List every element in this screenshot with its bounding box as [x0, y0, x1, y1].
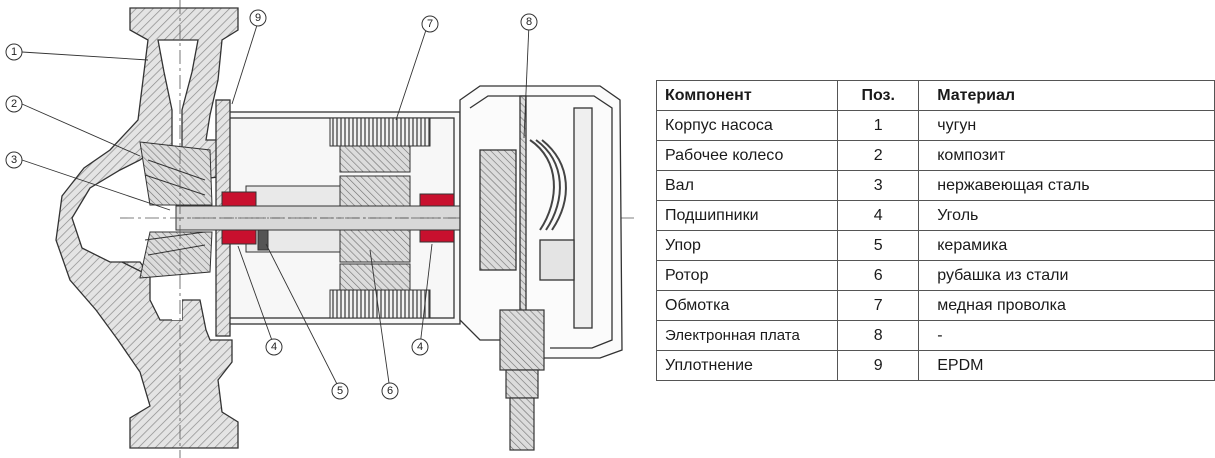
cell-component: Уплотнение — [655, 350, 839, 381]
callouts: 1 2 3 4 5 6 7 8 9 4 — [5, 9, 538, 400]
thrust-ring — [257, 229, 269, 251]
cell-material: нержавеющая сталь — [918, 170, 1215, 201]
table-header-row: Компонент Поз. Материал — [655, 80, 1215, 111]
svg-text:7: 7 — [427, 18, 433, 30]
leader-lines — [21, 21, 530, 391]
electronics-box — [459, 85, 623, 359]
cell-component: Вал — [655, 170, 839, 201]
cell-material: Уголь — [918, 200, 1215, 231]
callout-7: 7 — [421, 15, 439, 33]
cell-component: Рабочее колесо — [655, 140, 839, 171]
svg-text:1: 1 — [11, 46, 17, 58]
callout-1: 1 — [5, 43, 23, 61]
stator-winding — [329, 117, 431, 319]
cell-position: 1 — [837, 110, 920, 141]
callout-6: 6 — [381, 382, 399, 400]
cell-position: 9 — [837, 350, 920, 381]
cell-position: 8 — [837, 320, 920, 351]
cell-component: Электронная плата — [655, 320, 839, 351]
callout-4-right: 4 — [411, 338, 429, 356]
cell-material: EPDM — [918, 350, 1215, 381]
cell-component: Упор — [655, 230, 839, 261]
header-position: Поз. — [837, 80, 920, 111]
cell-material: керамика — [918, 230, 1215, 261]
header-material: Материал — [918, 80, 1215, 111]
svg-text:8: 8 — [526, 16, 532, 28]
cell-component: Обмотка — [655, 290, 839, 321]
cell-position: 5 — [837, 230, 920, 261]
cell-position: 2 — [837, 140, 920, 171]
svg-text:4: 4 — [417, 341, 423, 353]
cell-position: 4 — [837, 200, 920, 231]
cell-position: 7 — [837, 290, 920, 321]
callout-2: 2 — [5, 95, 23, 113]
callout-9: 9 — [249, 9, 267, 27]
callout-4-left: 4 — [265, 338, 283, 356]
header-component: Компонент — [655, 80, 839, 111]
svg-text:4: 4 — [271, 341, 277, 353]
callout-5: 5 — [331, 382, 349, 400]
pump-cross-section-diagram: 1 2 3 4 5 6 7 8 9 4 — [5, 0, 636, 458]
svg-text:6: 6 — [387, 385, 393, 397]
cell-material: рубашка из стали — [918, 260, 1215, 291]
cell-position: 6 — [837, 260, 920, 291]
impeller — [139, 141, 213, 279]
cell-component: Подшипники — [655, 200, 839, 231]
bearings — [221, 191, 455, 245]
cell-material: медная проволка — [918, 290, 1215, 321]
cell-component: Ротор — [655, 260, 839, 291]
cell-position: 3 — [837, 170, 920, 201]
svg-text:9: 9 — [255, 12, 261, 24]
svg-text:2: 2 — [11, 98, 17, 110]
cell-material: чугун — [918, 110, 1215, 141]
cell-material: - — [918, 320, 1215, 351]
svg-text:5: 5 — [337, 385, 343, 397]
callout-8: 8 — [520, 13, 538, 31]
cell-material: композит — [918, 140, 1215, 171]
cable-gland — [499, 309, 545, 451]
svg-text:3: 3 — [11, 154, 17, 166]
cell-component: Корпус насоса — [655, 110, 839, 141]
callout-3: 3 — [5, 151, 23, 169]
